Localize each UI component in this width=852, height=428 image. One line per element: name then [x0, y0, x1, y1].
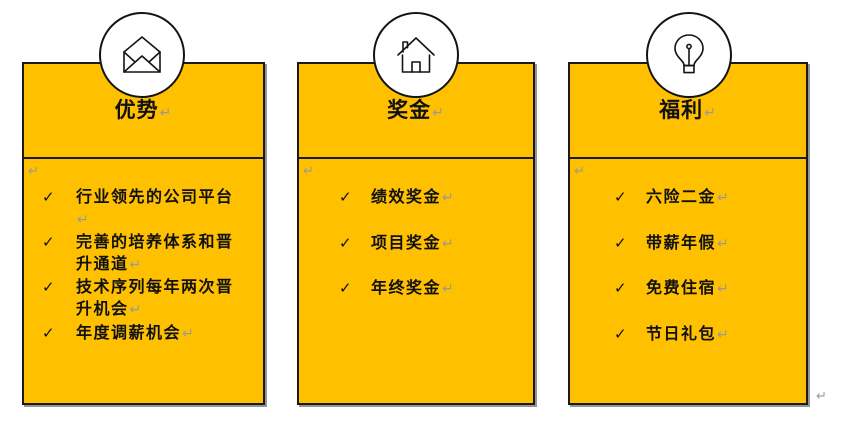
trailing-return-mark: ↵: [816, 389, 827, 404]
check-icon: ✓: [42, 278, 55, 297]
card-body-bonus: ↵ ✓ 绩效奖金↵ ✓ 项目奖金↵ ✓ 年终奖金↵: [299, 159, 533, 403]
card-header-benefits: 福利↵: [570, 64, 806, 159]
list-item-label: 技术序列每年两次晋升机会↵: [76, 279, 234, 318]
check-icon: ✓: [42, 188, 55, 206]
return-mark: ↵: [717, 235, 731, 252]
list-item-label: 年终奖金↵: [371, 280, 456, 298]
list-item-label: 完善的培养体系和晋升通道↵: [76, 234, 234, 273]
card-body-advantages: ↵ ✓ 行业领先的公司平台↵ ✓ 完善的培养体系和晋升通道↵ ✓ 技术序列每年两…: [24, 159, 263, 403]
list-item[interactable]: ✓ 六险二金↵: [614, 187, 796, 209]
list-item[interactable]: ✓ 免费住宿↵: [614, 278, 796, 300]
list-item-label: 带薪年假↵: [646, 234, 731, 252]
house-icon: [394, 35, 438, 75]
list-item-label: 六险二金↵: [646, 189, 731, 206]
list-item[interactable]: ✓ 年终奖金↵: [339, 278, 523, 300]
benefit-list-benefits: ✓ 六险二金↵ ✓ 带薪年假↵ ✓ 免费住宿↵ ✓ 节日礼包↵: [614, 187, 796, 369]
return-mark: ↵: [77, 211, 91, 228]
check-icon: ✓: [339, 279, 352, 298]
return-mark: ↵: [717, 190, 731, 206]
return-mark: ↵: [442, 281, 456, 298]
list-item[interactable]: ✓ 带薪年假↵: [614, 233, 796, 255]
list-item-label: 节日礼包↵: [646, 325, 731, 343]
return-mark: ↵: [129, 301, 143, 318]
return-mark: ↵: [129, 256, 143, 273]
return-mark: ↵: [159, 105, 173, 121]
return-mark: ↵: [717, 281, 731, 298]
list-item[interactable]: ✓ 技术序列每年两次晋升机会↵: [42, 277, 247, 320]
card-header-bonus: 奖金↵: [299, 64, 533, 159]
body-return-mark: ↵: [303, 164, 314, 179]
list-item-label: 绩效奖金↵: [371, 189, 456, 206]
body-return-mark: ↵: [28, 164, 39, 179]
list-item[interactable]: ✓ 年度调薪机会↵: [42, 323, 247, 345]
icon-bubble-bonus[interactable]: [373, 12, 459, 98]
card-title-advantages: 优势↵: [114, 98, 173, 122]
card-body-benefits: ↵ ✓ 六险二金↵ ✓ 带薪年假↵ ✓ 免费住宿↵ ✓ 节日礼包↵: [570, 159, 806, 403]
card-advantages[interactable]: 优势↵ ↵ ✓ 行业领先的公司平台↵ ✓ 完善的培养体系和晋升通道↵ ✓ 技术序…: [22, 62, 265, 405]
check-icon: ✓: [339, 188, 352, 206]
check-icon: ✓: [614, 279, 627, 298]
body-return-mark: ↵: [574, 164, 585, 179]
card-title-benefits: 福利↵: [659, 98, 717, 122]
check-icon: ✓: [42, 323, 55, 342]
check-icon: ✓: [614, 233, 627, 252]
list-item[interactable]: ✓ 项目奖金↵: [339, 233, 523, 255]
card-title-bonus: 奖金↵: [387, 98, 445, 122]
return-mark: ↵: [442, 190, 456, 206]
check-icon: ✓: [614, 324, 627, 343]
icon-bubble-benefits[interactable]: [646, 12, 732, 98]
return-mark: ↵: [442, 235, 456, 252]
return-mark: ↵: [182, 325, 196, 342]
check-icon: ✓: [42, 233, 55, 252]
envelope-icon: [120, 36, 164, 74]
return-mark: ↵: [432, 105, 445, 121]
return-mark: ↵: [717, 326, 731, 343]
card-bonus[interactable]: 奖金↵ ↵ ✓ 绩效奖金↵ ✓ 项目奖金↵ ✓ 年终奖金↵: [297, 62, 535, 405]
lightbulb-icon: [672, 33, 706, 77]
benefit-list-bonus: ✓ 绩效奖金↵ ✓ 项目奖金↵ ✓ 年终奖金↵: [339, 187, 523, 324]
list-item[interactable]: ✓ 完善的培养体系和晋升通道↵: [42, 232, 247, 275]
check-icon: ✓: [614, 188, 627, 206]
list-item-label: 年度调薪机会↵: [76, 324, 196, 342]
icon-bubble-advantages[interactable]: [99, 12, 185, 98]
return-mark: ↵: [704, 105, 717, 121]
list-item[interactable]: ✓ 行业领先的公司平台↵: [42, 187, 247, 230]
card-header-advantages: 优势↵: [24, 64, 263, 159]
list-item[interactable]: ✓ 绩效奖金↵: [339, 187, 523, 209]
list-item[interactable]: ✓ 节日礼包↵: [614, 324, 796, 346]
benefit-list-advantages: ✓ 行业领先的公司平台↵ ✓ 完善的培养体系和晋升通道↵ ✓ 技术序列每年两次晋…: [42, 187, 247, 346]
check-icon: ✓: [339, 233, 352, 252]
list-item-label: 免费住宿↵: [646, 280, 731, 298]
list-item-label: 项目奖金↵: [371, 234, 456, 252]
card-benefits[interactable]: 福利↵ ↵ ✓ 六险二金↵ ✓ 带薪年假↵ ✓ 免费住宿↵ ✓ 节日: [568, 62, 808, 405]
list-item-label: 行业领先的公司平台↵: [76, 189, 234, 228]
